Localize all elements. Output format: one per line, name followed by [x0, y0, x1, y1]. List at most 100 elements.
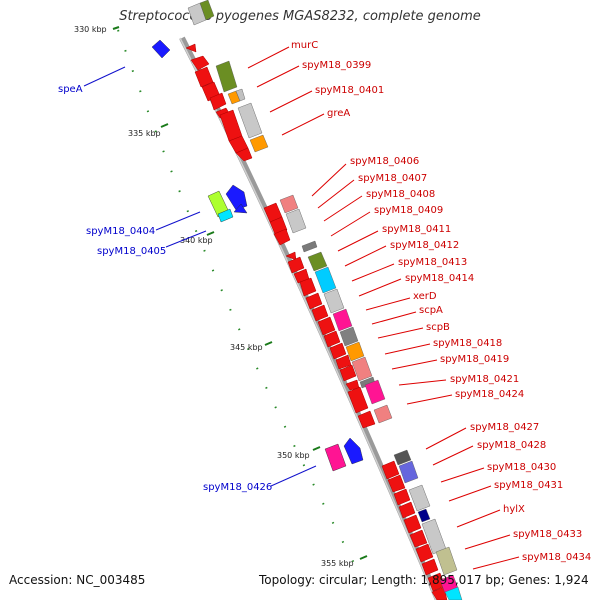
gene-box[interactable]	[373, 404, 393, 424]
reverse-gene-box[interactable]	[217, 208, 234, 223]
gene-label-spym18-0427[interactable]: spyM18_0427	[470, 422, 539, 433]
cds-arrow[interactable]	[305, 292, 323, 310]
gene-label-spym18-0399[interactable]: spyM18_0399	[302, 60, 371, 71]
cds-arrow[interactable]	[381, 460, 400, 480]
gene-label-spym18-0405[interactable]: spyM18_0405	[97, 246, 166, 257]
gene-box[interactable]	[301, 240, 318, 253]
gene-label-spym18-0407[interactable]: spyM18_0407	[358, 173, 427, 184]
cds-arrow[interactable]	[273, 228, 291, 246]
cds-arrow[interactable]	[269, 216, 288, 235]
gene-label-murc[interactable]: murC	[291, 40, 318, 51]
gene-box[interactable]	[215, 60, 238, 93]
cds-arrow[interactable]	[415, 543, 434, 563]
cds-arrow[interactable]	[393, 488, 411, 506]
gene-box[interactable]	[314, 266, 337, 294]
cds-arrow[interactable]	[335, 354, 352, 370]
leader-line	[330, 211, 371, 237]
reverse-cds-arrow[interactable]	[343, 437, 364, 465]
gene-label-spym18-0404[interactable]: spyM18_0404	[86, 226, 155, 237]
leader-line	[311, 163, 347, 197]
gene-label-spym18-0426[interactable]: spyM18_0426	[203, 482, 272, 493]
cds-arrow[interactable]	[323, 330, 341, 348]
accession-label: Accession: NC_003485	[9, 573, 146, 587]
leader-line	[247, 46, 290, 69]
gene-label-spym18-0424[interactable]: spyM18_0424	[455, 389, 524, 400]
cds-arrow[interactable]	[311, 304, 329, 322]
cds-arrow[interactable]	[209, 92, 227, 111]
cds-arrow[interactable]	[285, 251, 297, 261]
gene-box[interactable]	[398, 460, 419, 484]
gene-box[interactable]	[235, 88, 246, 102]
gene-box[interactable]	[285, 208, 307, 234]
gene-label-grea[interactable]: greA	[327, 108, 350, 119]
gene-label-spym18-0419[interactable]: spyM18_0419	[440, 354, 509, 365]
gene-box[interactable]	[417, 508, 431, 523]
reverse-cds-arrow[interactable]	[151, 39, 171, 59]
gene-box[interactable]	[345, 341, 365, 362]
cds-arrow[interactable]	[235, 147, 253, 162]
cds-arrow[interactable]	[403, 514, 422, 534]
cds-arrow[interactable]	[357, 410, 376, 429]
gene-label-spym18-0401[interactable]: spyM18_0401	[315, 85, 384, 96]
gene-label-spym18-0431[interactable]: spyM18_0431	[494, 480, 563, 491]
gene-box[interactable]	[332, 308, 353, 332]
cds-arrow[interactable]	[317, 316, 336, 336]
gene-box[interactable]	[435, 546, 458, 576]
reverse-cds-arrow[interactable]	[233, 203, 248, 214]
reverse-cds-arrow[interactable]	[225, 184, 248, 211]
kbp-tick	[264, 341, 273, 346]
gene-label-spym18-0418[interactable]: spyM18_0418	[433, 338, 502, 349]
gene-label-spym18-0434[interactable]: spyM18_0434	[522, 552, 591, 563]
reverse-gene-box[interactable]	[324, 443, 347, 472]
cds-arrow[interactable]	[431, 586, 448, 600]
gene-box[interactable]	[408, 484, 431, 512]
cds-arrow[interactable]	[421, 558, 439, 576]
gene-box[interactable]	[279, 194, 299, 214]
cds-arrow[interactable]	[299, 277, 317, 297]
gene-box[interactable]	[237, 102, 263, 139]
cds-arrow[interactable]	[347, 386, 369, 414]
cds-arrow[interactable]	[185, 43, 197, 53]
cds-arrow[interactable]	[190, 55, 210, 71]
gene-label-spym18-0430[interactable]: spyM18_0430	[487, 462, 556, 473]
gene-label-spym18-0409[interactable]: spyM18_0409	[374, 205, 443, 216]
gene-box[interactable]	[339, 326, 359, 347]
kbp-ticks	[112, 26, 368, 560]
gene-label-spym18-0408[interactable]: spyM18_0408	[366, 189, 435, 200]
cds-arrow[interactable]	[287, 256, 305, 274]
gene-box[interactable]	[249, 134, 269, 153]
gene-box[interactable]	[351, 356, 373, 382]
gene-label-spym18-0433[interactable]: spyM18_0433	[513, 529, 582, 540]
gene-label-spym18-0421[interactable]: spyM18_0421	[450, 374, 519, 385]
gene-label-hylx[interactable]: hylX	[503, 504, 525, 515]
gene-label-scpb[interactable]: scpB	[426, 322, 450, 333]
gene-label-spea[interactable]: speA	[58, 84, 83, 95]
leader-line	[384, 343, 431, 355]
cds-arrow[interactable]	[398, 501, 416, 519]
reverse-leaders	[83, 66, 317, 487]
leader-line	[448, 485, 492, 502]
gene-label-spym18-0406[interactable]: spyM18_0406	[350, 156, 419, 167]
kbp-tick	[206, 231, 215, 236]
gene-box[interactable]	[323, 288, 345, 314]
kbp-tick	[359, 555, 368, 560]
gene-label-spym18-0411[interactable]: spyM18_0411	[382, 224, 451, 235]
gene-label-scpa[interactable]: scpA	[419, 305, 443, 316]
gene-label-spym18-0412[interactable]: spyM18_0412	[390, 240, 459, 251]
gene-label-xerd[interactable]: xerD	[413, 291, 437, 302]
gene-label-spym18-0414[interactable]: spyM18_0414	[405, 273, 474, 284]
leader-line	[472, 556, 520, 570]
cds-arrow[interactable]	[194, 66, 214, 88]
gene-box[interactable]	[444, 586, 463, 600]
cds-arrow[interactable]	[409, 529, 428, 548]
cds-arrow[interactable]	[329, 342, 347, 360]
gene-label-spym18-0428[interactable]: spyM18_0428	[477, 440, 546, 451]
gene-box[interactable]	[393, 449, 412, 466]
gene-label-spym18-0413[interactable]: spyM18_0413	[398, 257, 467, 268]
gene-box[interactable]	[199, 0, 215, 21]
cds-arrow[interactable]	[339, 364, 357, 382]
gene-box[interactable]	[307, 251, 328, 272]
cds-arrow[interactable]	[387, 474, 406, 493]
gene-box[interactable]	[364, 379, 386, 405]
leader-line	[155, 211, 201, 231]
